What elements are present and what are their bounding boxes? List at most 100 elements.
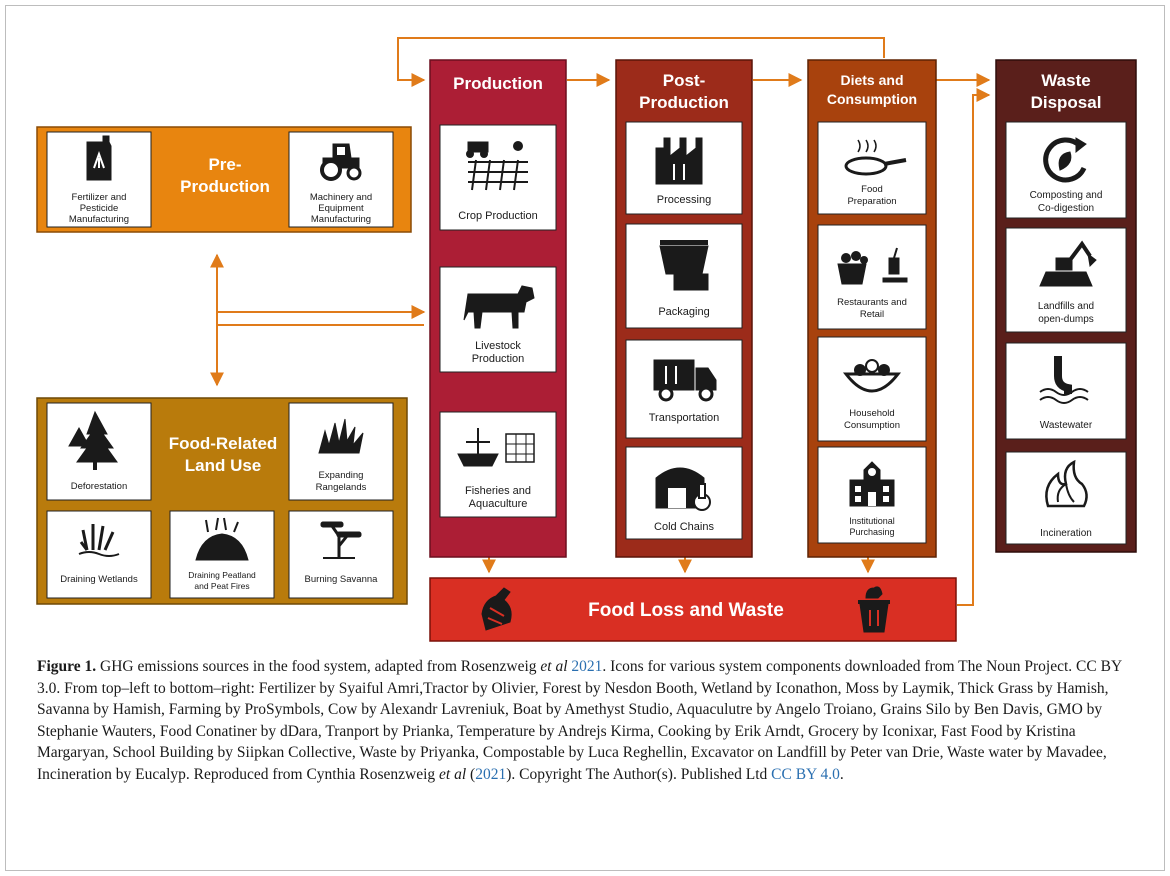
citation-link-2021[interactable]: 2021 <box>571 658 603 675</box>
card-machinery <box>288 131 394 228</box>
post-production-title-line2: Production <box>639 93 729 112</box>
peatland-label-1: Draining Peatland <box>188 570 256 580</box>
waste-disposal-title-line1: Waste <box>1041 71 1090 90</box>
wastewater-icon <box>1039 356 1089 404</box>
card-restaurants <box>817 224 927 330</box>
license-link[interactable]: CC BY 4.0 <box>771 765 840 783</box>
restaurants-label-1: Restaurants and <box>837 297 907 308</box>
arrow-loss-to-waste <box>957 88 991 606</box>
composting-label-1: Composting and <box>1030 190 1103 201</box>
fertilizer-icon <box>86 135 112 181</box>
peatland-label-2: and Peat Fires <box>194 581 249 591</box>
food-prep-label-2: Preparation <box>847 196 896 207</box>
consumption-title-line1: Diets and <box>840 72 903 88</box>
wetland-icon <box>78 524 120 557</box>
consumption-title-line2: Consumption <box>827 91 917 107</box>
cold-storage-icon <box>655 467 711 511</box>
post-production-section: Post- Production Processing Packaging Tr… <box>615 59 753 558</box>
excavator-icon <box>1039 240 1097 287</box>
processing-label: Processing <box>657 194 711 206</box>
incineration-label: Incineration <box>1040 528 1092 539</box>
restaurants-label-2: Retail <box>860 309 884 320</box>
connector-arrows <box>210 37 991 606</box>
pre-production-section: Pre- Production Fertilizer and Pesticide… <box>36 126 412 233</box>
cold-chains-label: Cold Chains <box>654 521 714 533</box>
wastewater-label: Wastewater <box>1040 420 1093 431</box>
food-prep-label-1: Food <box>861 184 883 195</box>
reproduced-text: Reproduced from Cynthia Rosenzweig <box>193 765 440 783</box>
card-crop-production <box>439 124 557 231</box>
food-loss-title: Food Loss and Waste <box>588 600 784 621</box>
land-use-section: Food-Related Land Use Deforestation Expa… <box>36 397 408 605</box>
grass-icon <box>318 418 364 454</box>
food-waste-icon <box>481 587 512 631</box>
machinery-label-3: Manufacturing <box>311 214 371 225</box>
moss-icon <box>195 517 249 561</box>
caption-text: GHG emissions sources in the food system… <box>96 658 541 675</box>
food-loss-section: Food Loss and Waste <box>429 577 957 642</box>
aquaculture-icon <box>505 433 535 463</box>
school-icon <box>849 461 895 507</box>
forest-icon <box>68 410 118 470</box>
grocery-icon <box>837 251 868 285</box>
wetlands-label: Draining Wetlands <box>60 574 138 585</box>
institutional-label-2: Purchasing <box>849 527 894 537</box>
livestock-label-1: Livestock <box>475 340 521 352</box>
food-system-diagram: Pre- Production Fertilizer and Pesticide… <box>36 37 1137 642</box>
livestock-label-2: Production <box>472 353 525 365</box>
fisheries-label-2: Aquaculture <box>469 498 528 510</box>
fertilizer-label-1: Fertilizer and <box>72 192 127 203</box>
truck-icon <box>653 359 717 402</box>
landfills-label-2: open-dumps <box>1038 314 1094 325</box>
card-fisheries <box>439 411 557 518</box>
deforestation-label: Deforestation <box>71 481 128 492</box>
figure-frame <box>5 5 1165 871</box>
factory-icon <box>655 137 703 185</box>
waste-disposal-section: Waste Disposal Composting and Co-digesti… <box>995 59 1137 553</box>
fast-food-icon <box>882 247 908 283</box>
rangelands-label-2: Rangelands <box>316 482 367 493</box>
fertilizer-label-2: Pesticide <box>80 203 119 214</box>
fertilizer-label-3: Manufacturing <box>69 214 129 225</box>
pre-production-title-line2: Production <box>180 177 270 196</box>
caption-et-al: et al <box>540 658 568 675</box>
production-section: Production Crop Production Livestock Pro… <box>429 59 567 558</box>
institutional-label-1: Institutional <box>849 516 895 526</box>
boat-icon <box>457 428 499 467</box>
crop-production-label: Crop Production <box>458 210 538 222</box>
savanna-icon <box>320 521 362 559</box>
household-label-2: Consumption <box>844 420 900 431</box>
farming-icon <box>466 141 528 191</box>
reproduced-et-al: et al <box>439 765 467 783</box>
bowl-icon <box>842 359 902 393</box>
fisheries-label-1: Fisheries and <box>465 485 531 497</box>
composting-label-2: Co-digestion <box>1038 203 1094 214</box>
caption-body: . Icons for various system components do… <box>37 658 1122 783</box>
tractor-icon <box>320 143 362 181</box>
transportation-label: Transportation <box>649 412 720 424</box>
waste-disposal-title-line2: Disposal <box>1031 93 1102 112</box>
production-title: Production <box>453 74 543 93</box>
cooking-pan-icon <box>844 139 907 176</box>
savanna-label: Burning Savanna <box>305 574 379 585</box>
machinery-label-1: Machinery and <box>310 192 372 203</box>
caption-end: . <box>839 765 844 783</box>
cow-icon <box>463 285 535 329</box>
land-use-title-line1: Food-Related <box>169 434 278 453</box>
arrow-loop-top <box>397 37 885 87</box>
household-label-1: Household <box>849 408 894 419</box>
reproduced-year-link[interactable]: 2021 <box>475 765 507 783</box>
card-livestock-production <box>439 266 557 373</box>
reproduced-open: ( <box>466 765 476 783</box>
reproduced-copyright: ). Copyright The Author(s). Published Lt… <box>506 765 772 783</box>
landfills-label-1: Landfills and <box>1038 301 1094 312</box>
trash-can-icon <box>858 586 890 633</box>
pre-production-title-line1: Pre- <box>208 155 241 174</box>
food-container-icon <box>659 240 709 291</box>
compost-icon <box>1043 137 1087 183</box>
consumption-section: Diets and Consumption Food Preparation R… <box>807 59 937 558</box>
packaging-label: Packaging <box>658 306 709 318</box>
machinery-label-2: Equipment <box>318 203 364 214</box>
figure-caption: Figure 1. GHG emissions sources in the f… <box>37 656 1137 785</box>
post-production-title-line1: Post- <box>663 71 706 90</box>
